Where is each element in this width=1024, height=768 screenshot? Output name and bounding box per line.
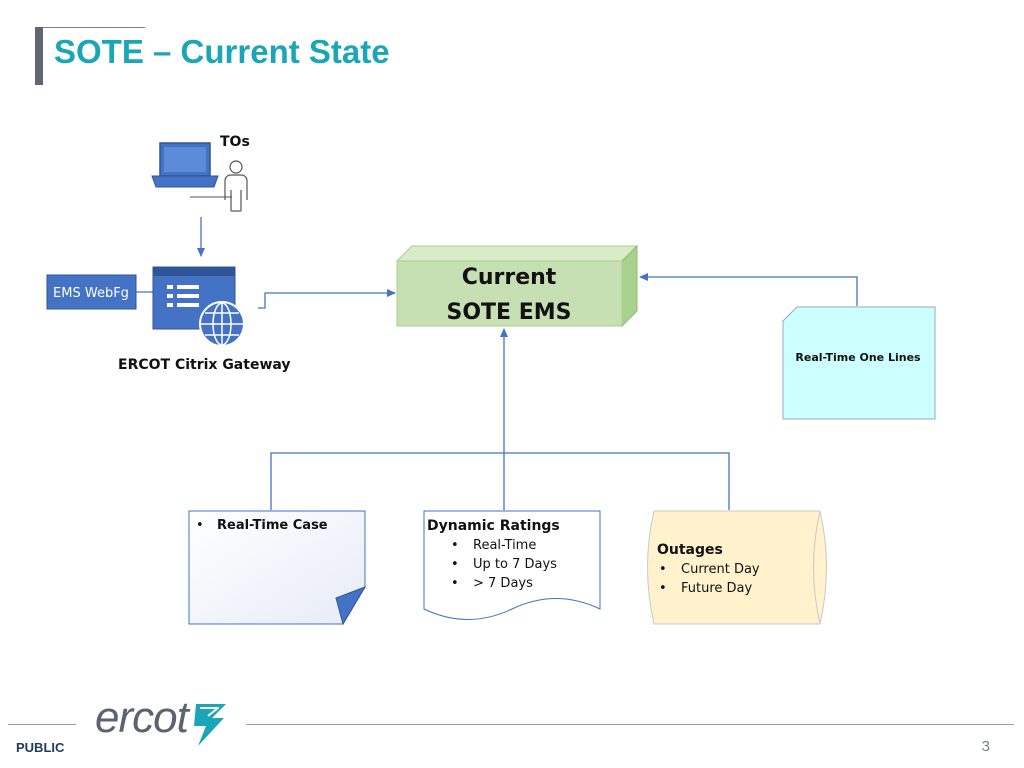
inputs-bus-connector xyxy=(270,452,730,510)
current-sote-ems-box: Current SOTE EMS xyxy=(395,244,639,328)
ratings-item: Up to 7 Days xyxy=(473,557,557,572)
rt-case-item: Real-Time Case xyxy=(217,518,328,533)
slide-title: SOTE – Current State xyxy=(54,33,390,70)
ratings-title: Dynamic Ratings xyxy=(427,518,560,534)
real-time-case-card: • Real-Time Case xyxy=(188,510,367,626)
bullet-icon: • xyxy=(451,538,459,553)
ems-webfg-label: EMS WebFg xyxy=(53,286,129,301)
bullet-icon: • xyxy=(659,562,667,577)
ratings-item: > 7 Days xyxy=(473,576,533,591)
tos-label: TOs xyxy=(220,134,250,150)
ercot-logo-text: ercot xyxy=(95,693,189,742)
outages-item: Current Day xyxy=(681,562,760,577)
gateway-to-ems-connector xyxy=(258,289,396,309)
page-number: 3 xyxy=(981,738,990,755)
outages-title: Outages xyxy=(657,542,723,558)
one-lines-label: Real-Time One Lines xyxy=(795,351,921,364)
globe-icon xyxy=(199,301,245,347)
dynamic-ratings-card: Dynamic Ratings • Real-Time • Up to 7 Da… xyxy=(423,510,601,620)
footer-rule-right xyxy=(246,724,1014,725)
real-time-one-lines-card: Real-Time One Lines xyxy=(782,306,936,420)
outages-card: Outages • Current Day • Future Day xyxy=(647,510,827,625)
ems-title-line1: Current xyxy=(462,265,557,290)
user-icon xyxy=(224,160,248,212)
footer-rule-left xyxy=(8,724,76,725)
public-label: PUBLIC xyxy=(16,740,65,755)
gateway-label: ERCOT Citrix Gateway xyxy=(118,357,291,373)
ercot-logo-mark xyxy=(194,704,226,746)
onelines-to-ems-connector xyxy=(639,273,858,306)
ems-title-line2: SOTE EMS xyxy=(446,300,571,325)
laptop-icon xyxy=(151,142,219,188)
title-accent-bar xyxy=(35,27,43,85)
outages-item: Future Day xyxy=(681,581,753,596)
title-rule xyxy=(43,27,145,28)
ratings-item: Real-Time xyxy=(473,538,536,553)
bullet-icon: • xyxy=(659,581,667,596)
bullet-icon: • xyxy=(451,576,459,591)
bullet-icon: • xyxy=(196,518,204,533)
bullet-icon: • xyxy=(451,557,459,572)
ems-webfg-box: EMS WebFg xyxy=(46,274,137,310)
